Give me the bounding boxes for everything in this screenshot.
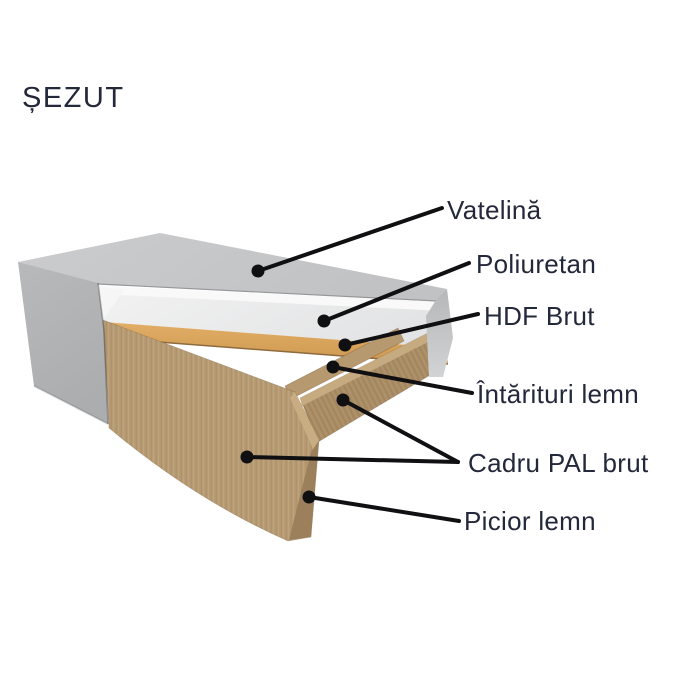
label-vatelina: Vatelină	[447, 195, 542, 225]
callout-line-cadru-1	[341, 398, 460, 464]
callout-line-picior-lemn	[307, 495, 461, 523]
labels: Vatelină Poliuretan HDF Brut Întărituri …	[447, 195, 649, 536]
callout-dots	[240, 264, 352, 504]
wood-side-panel-edge	[300, 332, 432, 406]
fabric-cut-seam	[97, 282, 109, 425]
wood-leg-side-face	[289, 441, 319, 540]
foam-top-highlight	[98, 286, 443, 311]
fabric-left-face	[18, 262, 108, 424]
label-poliuretan: Poliuretan	[476, 249, 596, 279]
label-picior-lemn: Picior lemn	[464, 506, 596, 536]
callout-dot-cadru-front	[240, 450, 254, 464]
fabric-top-face	[18, 233, 447, 301]
callout-dot-picior-lemn	[302, 490, 316, 504]
callout-dot-vatelina	[251, 264, 265, 278]
label-cadru-pal-brut: Cadru PAL brut	[468, 448, 649, 478]
callout-line-poliuretan	[322, 261, 471, 323]
callout-dot-cadru-side	[336, 393, 350, 407]
callout-line-vatelina	[256, 206, 444, 273]
callout-line-cadru-2	[245, 455, 460, 464]
callout-dot-poliuretan	[317, 314, 331, 328]
seat-illustration	[18, 233, 453, 542]
label-intarituri-lemn: Întărituri lemn	[476, 379, 639, 409]
foam-corner-bevel	[98, 286, 124, 318]
callout-dot-hdf-brut	[338, 338, 352, 352]
callout-line-hdf-brut	[343, 312, 480, 347]
callout-dot-intarituri-lemn	[326, 360, 340, 374]
fabric-left-bottom-edge	[33, 385, 109, 425]
callout-line-intarituri-lemn	[331, 365, 474, 395]
fabric-right-face	[426, 289, 453, 377]
wood-front-panel-edge	[290, 392, 319, 449]
wood-front-panel	[102, 319, 320, 542]
label-hdf-brut: HDF Brut	[484, 301, 595, 331]
page-title: ȘEZUT	[22, 82, 125, 114]
callout-lines	[245, 206, 480, 523]
